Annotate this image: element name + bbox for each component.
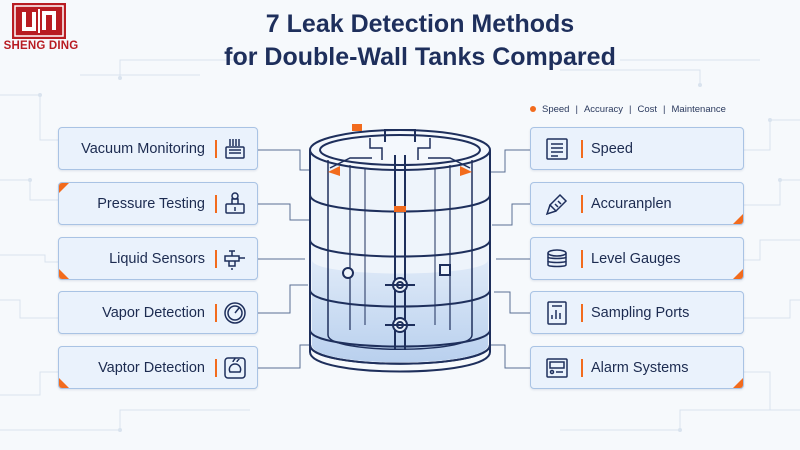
criteria-card-accuranplen[interactable]: Accuranplen — [530, 182, 744, 225]
document-icon — [543, 135, 571, 163]
criteria-card-speed[interactable]: Speed — [530, 127, 744, 170]
accent-bar — [215, 250, 217, 268]
sheng-ding-logo — [12, 3, 66, 39]
method-label: Pressure Testing — [97, 196, 205, 212]
pressure-valve-icon — [221, 190, 249, 218]
page-title: 7 Leak Detection Methods for Double-Wall… — [150, 8, 690, 74]
accent-bar — [215, 359, 217, 377]
dial-gauge-icon — [221, 299, 249, 327]
double-wall-tank-illustration — [309, 124, 491, 373]
accent-bar — [215, 304, 217, 322]
criteria-legend: Speed | Accuracy | Cost | Maintenance — [530, 100, 726, 118]
legend-item-cost: Cost — [637, 103, 658, 115]
accent-bar — [215, 140, 217, 158]
legend-item-speed: Speed — [542, 103, 570, 115]
method-card-vaptor-detection[interactable]: Vaptor Detection — [58, 346, 258, 389]
card-accent-corner — [733, 269, 743, 279]
alarm-panel-icon — [543, 354, 571, 382]
faucet-sensor-icon — [221, 245, 249, 273]
method-label: Liquid Sensors — [109, 251, 205, 267]
brand-logo: SHENG DING — [3, 3, 79, 57]
title-line-2: for Double-Wall Tanks Compared — [224, 43, 616, 71]
method-card-pressure-testing[interactable]: Pressure Testing — [58, 182, 258, 225]
probe-icon — [543, 190, 571, 218]
card-accent-corner — [733, 214, 743, 224]
legend-item-accuracy: Accuracy — [583, 103, 624, 115]
vacuum-gauge-icon — [221, 135, 249, 163]
card-accent-corner — [733, 378, 743, 388]
criteria-card-alarm-systems[interactable]: Alarm Systems — [530, 346, 744, 389]
card-accent-corner — [59, 269, 69, 279]
card-accent-corner — [59, 378, 69, 388]
criteria-label: Level Gauges — [591, 251, 681, 267]
criteria-label: Sampling Ports — [591, 305, 690, 321]
method-label: Vacuum Monitoring — [81, 141, 205, 157]
legend-separator: | — [575, 103, 578, 115]
layers-icon — [543, 245, 571, 273]
accent-bar — [581, 304, 583, 322]
method-card-vapor-detection[interactable]: Vapor Detection — [58, 291, 258, 334]
accent-bar — [581, 250, 583, 268]
criteria-card-sampling-ports[interactable]: Sampling Ports — [530, 291, 744, 334]
criteria-label: Speed — [591, 141, 633, 157]
legend-item-maintenance: Maintenance — [671, 103, 726, 115]
criteria-card-level-gauges[interactable]: Level Gauges — [530, 237, 744, 280]
method-card-liquid-sensors[interactable]: Liquid Sensors — [58, 237, 258, 280]
accent-bar — [581, 359, 583, 377]
legend-separator: | — [629, 103, 632, 115]
brand-name: SHENG DING — [3, 40, 79, 52]
criteria-label: Alarm Systems — [591, 360, 689, 376]
accent-bar — [581, 140, 583, 158]
legend-dot — [530, 106, 536, 112]
card-accent-corner — [59, 183, 69, 193]
method-card-vacuum-monitoring[interactable]: Vacuum Monitoring — [58, 127, 258, 170]
method-label: Vaptor Detection — [98, 360, 205, 376]
method-label: Vapor Detection — [102, 305, 205, 321]
legend-separator: | — [663, 103, 666, 115]
accent-bar — [215, 195, 217, 213]
criteria-label: Accuranplen — [591, 196, 672, 212]
report-chart-icon — [543, 299, 571, 327]
vapor-sensor-icon — [221, 354, 249, 382]
title-line-1: 7 Leak Detection Methods — [265, 10, 575, 38]
accent-bar — [581, 195, 583, 213]
